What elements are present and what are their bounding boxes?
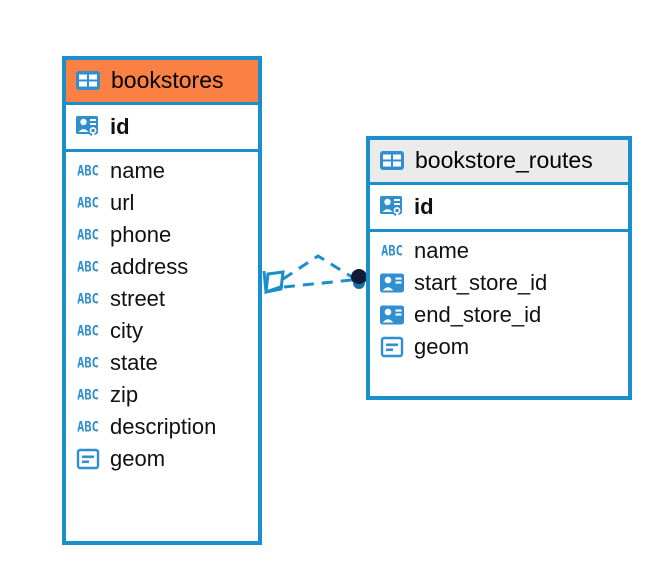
field-label-city: city xyxy=(110,318,143,344)
field-row-street[interactable]: ABC street xyxy=(66,283,258,315)
field-label-id: id xyxy=(414,194,434,220)
field-row-id[interactable]: id xyxy=(66,105,258,149)
field-label-street: street xyxy=(110,286,166,312)
field-label-id: id xyxy=(110,114,130,140)
table-grid-icon xyxy=(378,147,406,175)
field-row-id[interactable]: id xyxy=(370,185,628,229)
field-row-state[interactable]: ABC state xyxy=(66,347,258,379)
abc-text-icon: ABC xyxy=(77,290,99,308)
field-row-description[interactable]: ABC description xyxy=(66,411,258,443)
relationship-line-upper xyxy=(282,254,353,281)
field-label-phone: phone xyxy=(110,222,172,248)
field-label-state: state xyxy=(110,350,158,376)
field-label-address: address xyxy=(110,254,189,280)
abc-text-icon: ABC xyxy=(77,162,99,180)
entity-title-bookstores: bookstores xyxy=(111,67,224,94)
abc-text-icon: ABC xyxy=(381,242,403,260)
foreign-key-icon xyxy=(378,301,406,329)
entity-table-bookstore-routes[interactable]: bookstore_routes xyxy=(366,136,632,400)
fields-section-bookstores: ABC name ABC url ABC phone ABC xyxy=(66,152,258,475)
fields-section-bookstore-routes: ABC name start_store_id xyxy=(370,232,628,363)
field-label-end-store-id: end_store_id xyxy=(414,302,542,328)
field-label-geom: geom xyxy=(414,334,470,360)
field-row-name[interactable]: ABC name xyxy=(370,235,628,267)
primary-key-icon xyxy=(378,193,406,221)
field-row-address[interactable]: ABC address xyxy=(66,251,258,283)
field-row-geom[interactable]: geom xyxy=(66,443,258,475)
field-row-zip[interactable]: ABC zip xyxy=(66,379,258,411)
field-label-name: name xyxy=(110,158,166,184)
field-row-url[interactable]: ABC url xyxy=(66,187,258,219)
field-row-phone[interactable]: ABC phone xyxy=(66,219,258,251)
foreign-key-icon xyxy=(378,269,406,297)
entity-header-bookstore-routes[interactable]: bookstore_routes xyxy=(370,140,628,185)
abc-text-icon: ABC xyxy=(77,418,99,436)
field-row-name[interactable]: ABC name xyxy=(66,155,258,187)
primary-key-section-bookstore-routes: id xyxy=(370,185,628,232)
abc-text-icon: ABC xyxy=(77,226,99,244)
field-label-description: description xyxy=(110,414,217,440)
primary-key-icon xyxy=(74,113,102,141)
table-grid-icon xyxy=(74,67,102,95)
field-label-name: name xyxy=(414,238,470,264)
geometry-icon xyxy=(74,445,102,473)
field-row-geom[interactable]: geom xyxy=(370,331,628,363)
field-label-geom: geom xyxy=(110,446,166,472)
entity-header-bookstores[interactable]: bookstores xyxy=(66,60,258,105)
field-row-city[interactable]: ABC city xyxy=(66,315,258,347)
field-row-end-store-id[interactable]: end_store_id xyxy=(370,299,628,331)
relationship-line-lower xyxy=(283,278,353,289)
primary-key-section-bookstores: id xyxy=(66,105,258,152)
geometry-icon xyxy=(378,333,406,361)
entity-table-bookstores[interactable]: bookstores id xyxy=(62,56,262,545)
field-label-url: url xyxy=(110,190,135,216)
abc-text-icon: ABC xyxy=(77,322,99,340)
abc-text-icon: ABC xyxy=(77,194,99,212)
crows-foot-diamond-marker xyxy=(262,270,285,295)
entity-title-bookstore-routes: bookstore_routes xyxy=(415,147,593,174)
abc-text-icon: ABC xyxy=(77,258,99,276)
field-row-start-store-id[interactable]: start_store_id xyxy=(370,267,628,299)
abc-text-icon: ABC xyxy=(77,386,99,404)
field-label-zip: zip xyxy=(110,382,139,408)
abc-text-icon: ABC xyxy=(77,354,99,372)
field-label-start-store-id: start_store_id xyxy=(414,270,548,296)
filled-circle-marker xyxy=(351,269,367,289)
